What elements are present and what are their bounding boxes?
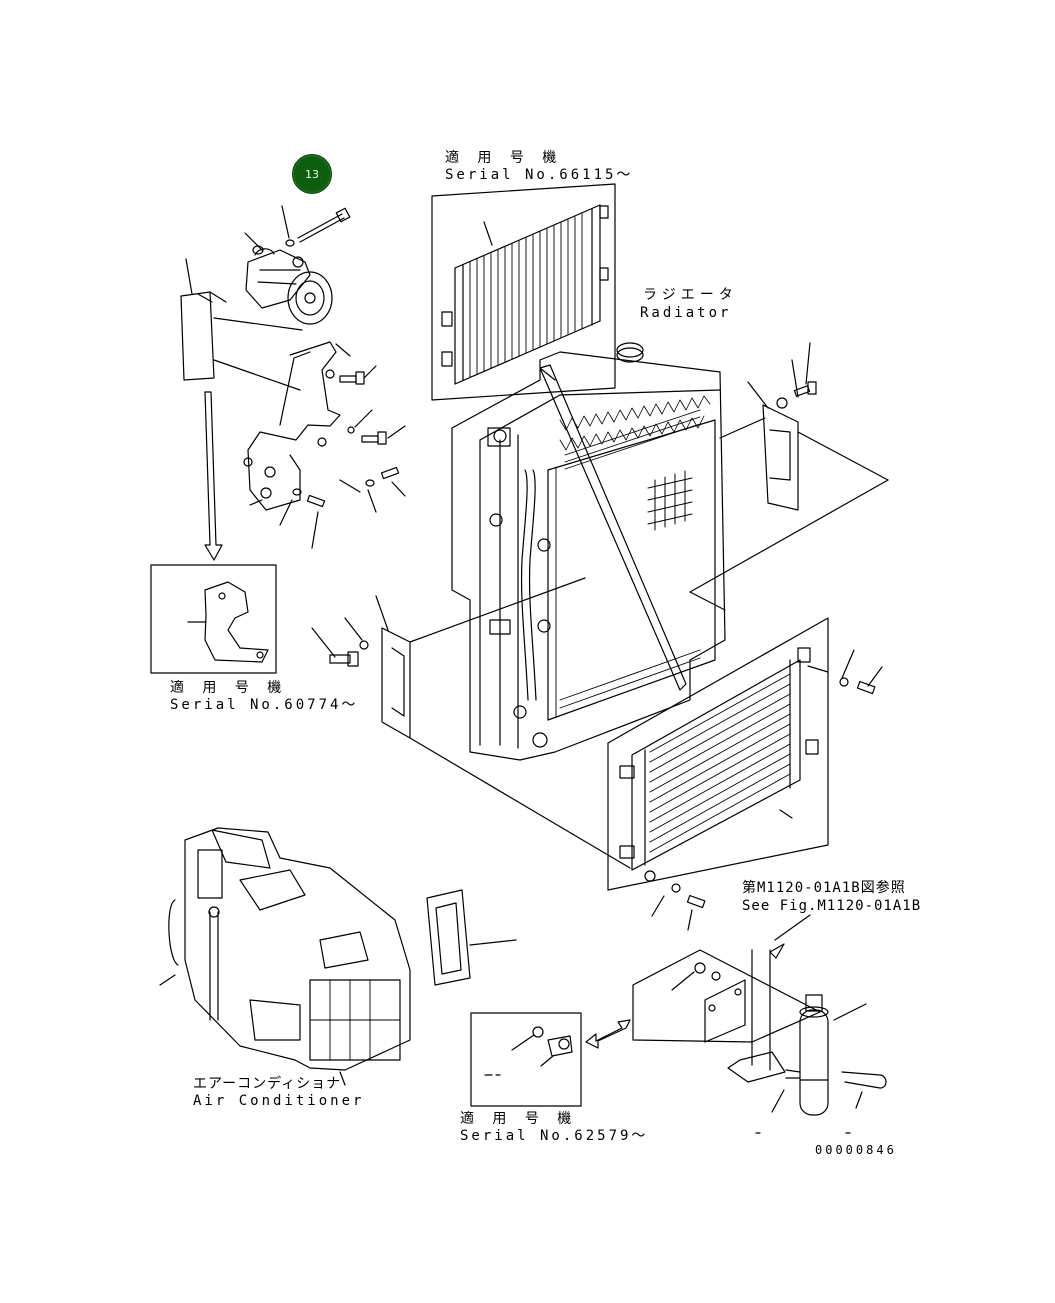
condenser-lower-group xyxy=(608,618,882,930)
part-number-callout[interactable]: 13 xyxy=(292,154,332,194)
radiator-group xyxy=(452,343,725,760)
air-conditioner-en-label: Air Conditioner xyxy=(193,1093,365,1109)
receiver-inset-group xyxy=(471,1013,630,1106)
reference-jp-label: 第M1120-01A1B図参照 xyxy=(742,880,906,896)
bracket-inset-group xyxy=(151,565,276,673)
air-conditioner-group xyxy=(160,828,410,1085)
bracket-applicable-label: 適 用 号 機 xyxy=(170,680,287,696)
air-conditioner-jp-label: エアーコンディショナ xyxy=(193,1076,342,1092)
compressor-group xyxy=(181,206,405,560)
reference-en-label: See Fig.M1120-01A1B xyxy=(742,898,922,914)
radiator-en-label: Radiator xyxy=(640,305,732,321)
bracket-serial-label: Serial No.60774～ xyxy=(170,697,359,713)
left-bracket-group xyxy=(312,578,630,868)
drawing-number: 00000846 xyxy=(815,1143,897,1157)
condenser-upper-serial-label: Serial No.66115～ xyxy=(445,167,634,183)
receiver-applicable-label: 適 用 号 機 xyxy=(460,1111,577,1127)
condenser-upper-applicable-label: 適 用 号 機 xyxy=(445,150,562,166)
receiver-serial-label: Serial No.62579～ xyxy=(460,1128,649,1144)
receiver-group xyxy=(633,915,886,1115)
filter-group xyxy=(427,890,516,985)
radiator-jp-label: ラジエータ xyxy=(643,287,738,303)
condenser-upper-group xyxy=(432,184,615,400)
right-bracket-group xyxy=(690,343,888,610)
